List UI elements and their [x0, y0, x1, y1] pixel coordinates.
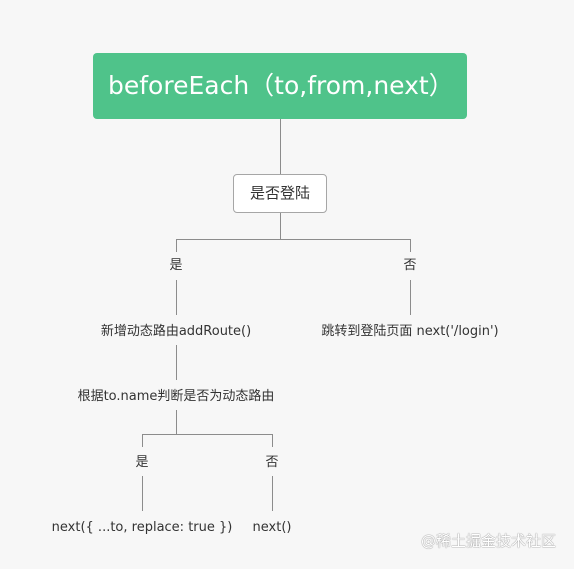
- root-node-beforeeach: beforeEach（to,from,next）: [93, 53, 467, 119]
- login-check-node: 是否登陆: [233, 174, 327, 213]
- redirect-login-node: 跳转到登陆页面 next('/login'): [321, 324, 499, 339]
- next-node: next(): [252, 520, 292, 535]
- watermark-text: @稀土掘金技术社区: [420, 532, 556, 550]
- add-route-node: 新增动态路由addRoute(): [100, 324, 252, 339]
- branch2-no-label: 否: [265, 455, 279, 470]
- branch2-yes-label: 是: [135, 455, 149, 470]
- branch1-no-label: 否: [403, 258, 417, 273]
- next-replace-node: next({ ...to, replace: true }): [51, 520, 233, 535]
- route-check-node: 根据to.name判断是否为动态路由: [77, 389, 275, 404]
- branch1-yes-label: 是: [169, 258, 183, 273]
